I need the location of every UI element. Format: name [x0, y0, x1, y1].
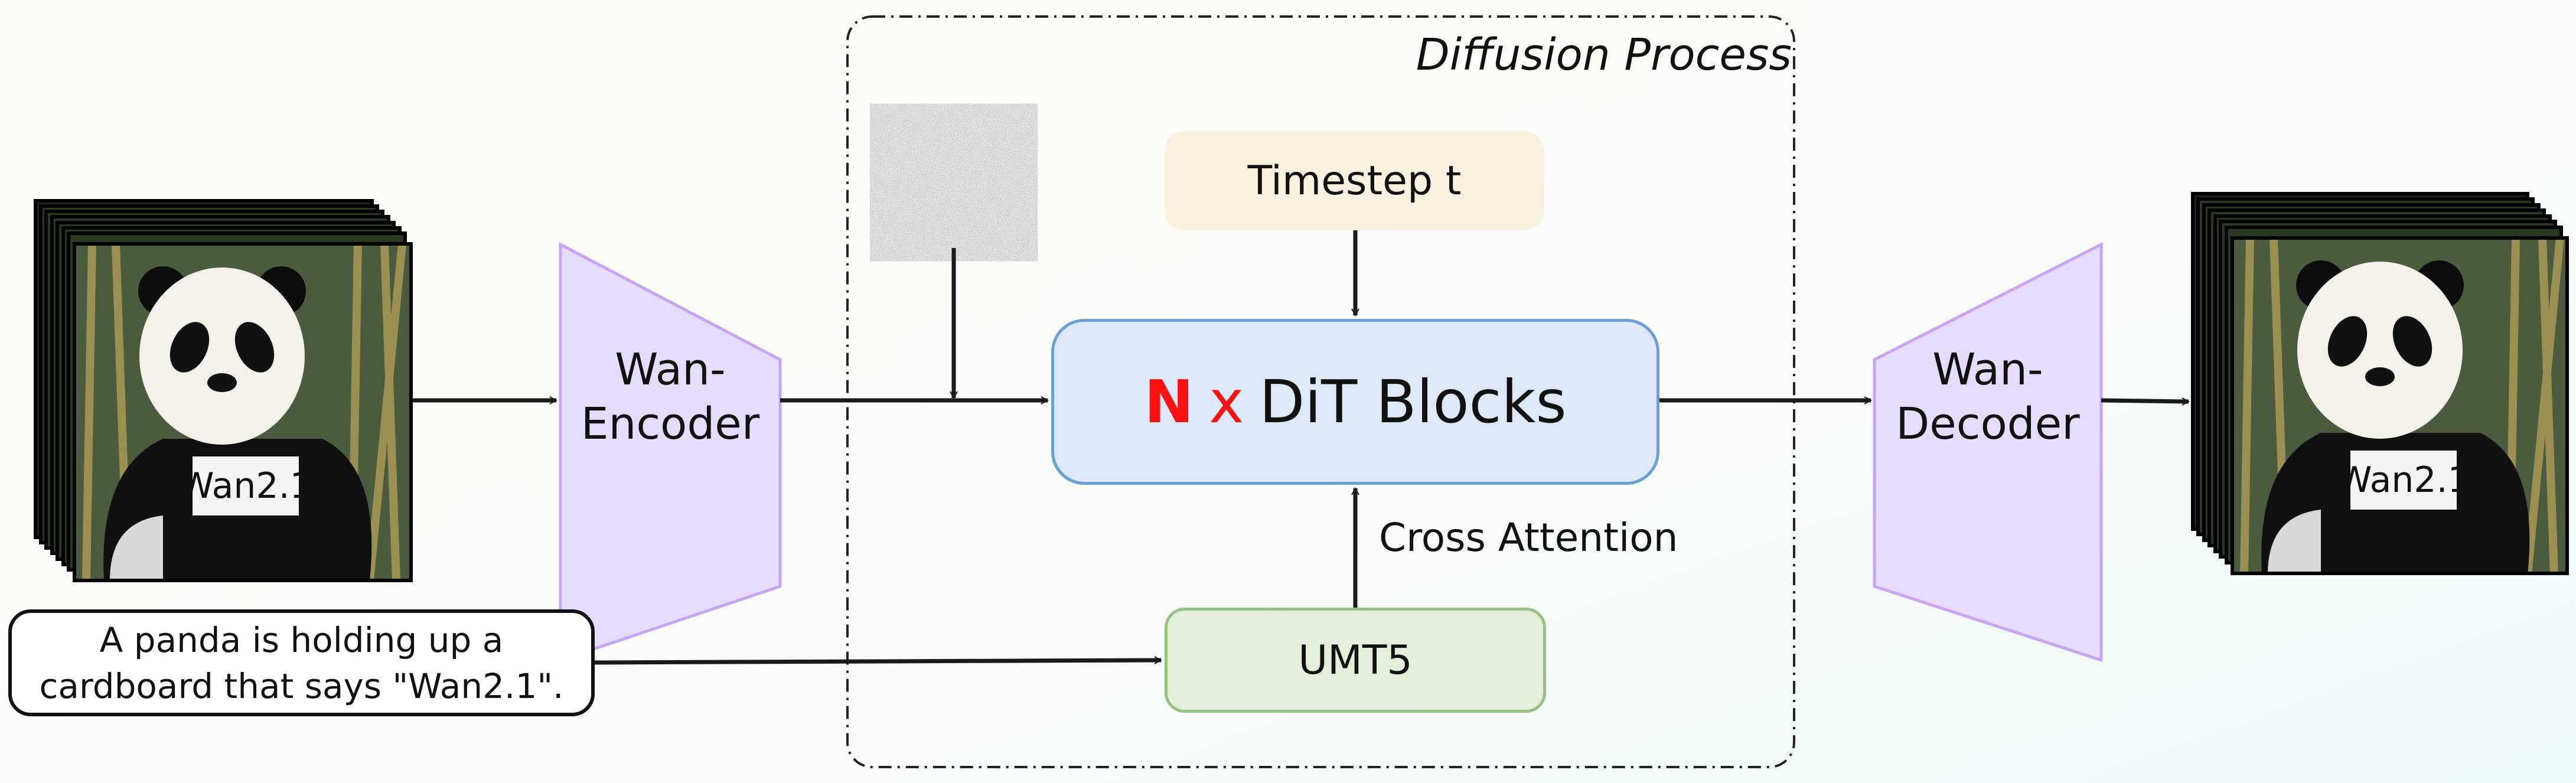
prompt-line2: cardboard that says "Wan2.1".: [39, 665, 564, 706]
umt5-box: UMT5: [1165, 608, 1546, 713]
arrow-decoder-to-video: [2101, 400, 2189, 402]
dit-blocks-box: N x DiT Blocks: [1051, 319, 1659, 485]
diffusion-process-frame: [846, 15, 1795, 768]
umt5-label: UMT5: [1298, 637, 1413, 684]
input-video-frames: Wan2.1: [34, 199, 411, 580]
timestep-box: Timestep t: [1165, 131, 1544, 230]
wan-encoder-label: Wan- Encoder: [560, 342, 780, 451]
encoder-line1: Wan-: [615, 344, 726, 395]
sign-text: Wan2.1: [2337, 459, 2470, 501]
decoder-line1: Wan-: [1932, 344, 2043, 395]
wan-decoder-label: Wan- Decoder: [1874, 342, 2101, 451]
diffusion-process-label: Diffusion Process: [1416, 30, 1792, 80]
encoder-line2: Encoder: [581, 399, 760, 449]
noise-image: [884, 117, 1023, 248]
output-video-frames: Wan2.1: [2191, 192, 2569, 575]
timestep-label: Timestep t: [1247, 157, 1462, 204]
text-prompt-box: A panda is holding up a cardboard that s…: [8, 609, 595, 716]
dit-count-n: N: [1144, 367, 1194, 436]
dit-blocks-label: DiT Blocks: [1259, 367, 1567, 436]
dit-times-x: x: [1209, 367, 1244, 436]
wan-decoder-shape: [1873, 242, 2103, 663]
arrow-prompt-to-umt5: [594, 660, 1161, 665]
cross-attention-label: Cross Attention: [1379, 515, 1678, 560]
wan-encoder-shape: [559, 242, 782, 663]
sign-text: Wan2.1: [179, 465, 312, 507]
prompt-line1: A panda is holding up a: [99, 619, 504, 660]
decoder-line2: Decoder: [1896, 399, 2080, 449]
